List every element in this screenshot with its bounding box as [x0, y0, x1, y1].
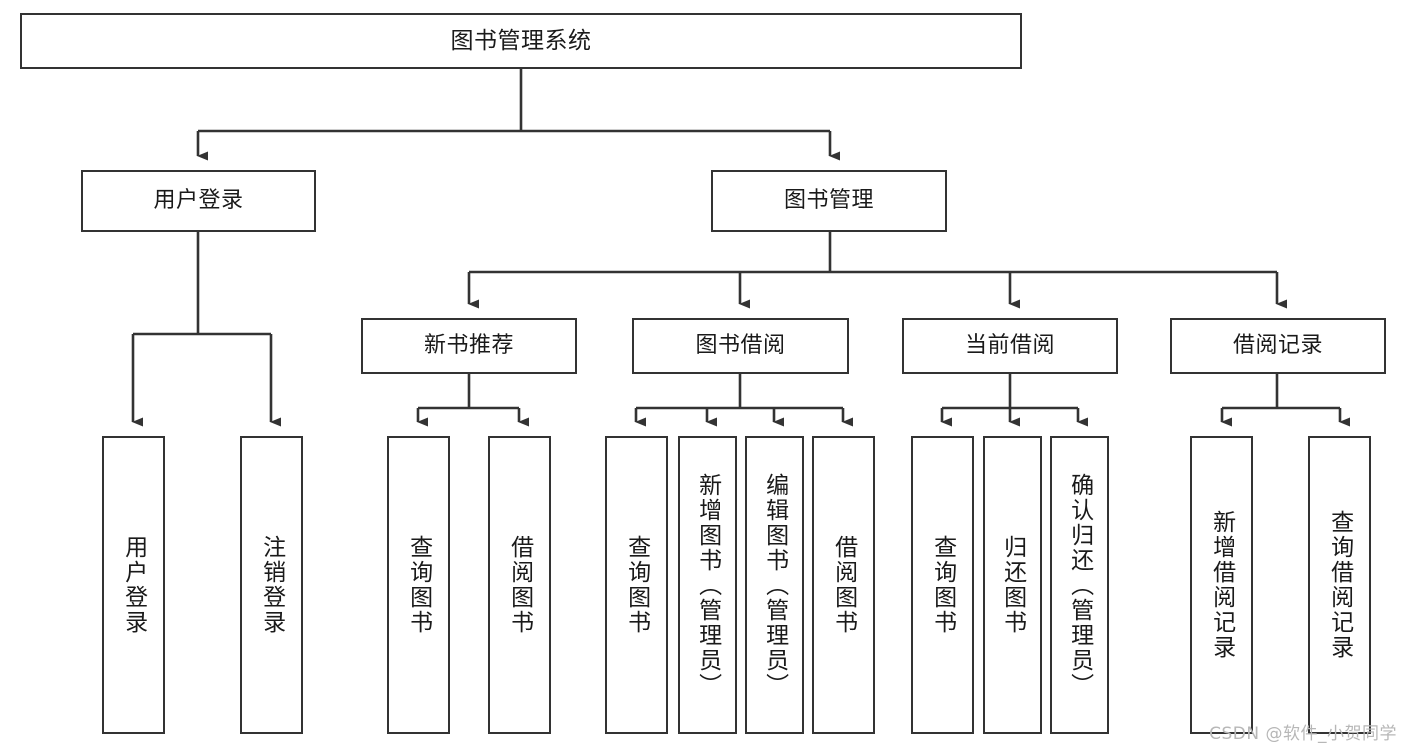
node-leaf-return-book-label: 归还图书 — [999, 535, 1026, 635]
node-leaf-query-record-label: 查询借阅记录 — [1326, 510, 1353, 660]
node-borrow-record[interactable]: 借阅记录 — [1170, 318, 1386, 374]
node-leaf-borrow-book-recommend[interactable]: 借阅图书 — [488, 436, 551, 734]
node-book-manage-label: 图书管理 — [783, 187, 874, 213]
node-current-borrow[interactable]: 当前借阅 — [902, 318, 1118, 374]
node-leaf-user-login-label: 用户登录 — [120, 535, 147, 635]
node-new-book-recommend[interactable]: 新书推荐 — [361, 318, 577, 374]
node-book-borrow[interactable]: 图书借阅 — [632, 318, 849, 374]
node-user-login[interactable]: 用户登录 — [81, 170, 316, 232]
node-leaf-query-book-recommend-label: 查询图书 — [405, 535, 432, 635]
node-root-label: 图书管理系统 — [450, 27, 592, 54]
csdn-watermark: CSDN @软件_小贺同学 — [1209, 724, 1397, 744]
node-leaf-borrow-book[interactable]: 借阅图书 — [812, 436, 875, 734]
node-leaf-query-book-borrow-label: 查询图书 — [623, 535, 650, 635]
node-leaf-query-book-borrow[interactable]: 查询图书 — [605, 436, 668, 734]
node-leaf-query-book-current[interactable]: 查询图书 — [911, 436, 974, 734]
node-leaf-confirm-return-label: 确认归还（管理员） — [1066, 472, 1093, 698]
node-book-manage[interactable]: 图书管理 — [711, 170, 947, 232]
node-leaf-add-record[interactable]: 新增借阅记录 — [1190, 436, 1253, 734]
node-leaf-return-book[interactable]: 归还图书 — [983, 436, 1042, 734]
node-borrow-record-label: 借阅记录 — [1232, 332, 1323, 358]
node-leaf-add-book[interactable]: 新增图书（管理员） — [678, 436, 737, 734]
node-leaf-edit-book[interactable]: 编辑图书（管理员） — [745, 436, 804, 734]
node-leaf-borrow-book-label: 借阅图书 — [830, 535, 857, 635]
node-leaf-confirm-return[interactable]: 确认归还（管理员） — [1050, 436, 1109, 734]
node-leaf-add-record-label: 新增借阅记录 — [1208, 510, 1235, 660]
node-leaf-user-logout[interactable]: 注销登录 — [240, 436, 303, 734]
node-leaf-query-book-current-label: 查询图书 — [929, 535, 956, 635]
node-book-borrow-label: 图书借阅 — [695, 332, 786, 358]
node-leaf-query-book-recommend[interactable]: 查询图书 — [387, 436, 450, 734]
node-current-borrow-label: 当前借阅 — [964, 332, 1055, 358]
node-leaf-query-record[interactable]: 查询借阅记录 — [1308, 436, 1371, 734]
node-user-login-label: 用户登录 — [153, 187, 244, 213]
node-root-book-management-system[interactable]: 图书管理系统 — [20, 13, 1022, 69]
node-leaf-borrow-book-recommend-label: 借阅图书 — [506, 535, 533, 635]
node-new-book-recommend-label: 新书推荐 — [423, 332, 514, 358]
node-leaf-user-login[interactable]: 用户登录 — [102, 436, 165, 734]
node-leaf-user-logout-label: 注销登录 — [258, 535, 285, 635]
node-leaf-edit-book-label: 编辑图书（管理员） — [761, 472, 788, 698]
node-leaf-add-book-label: 新增图书（管理员） — [694, 472, 721, 698]
